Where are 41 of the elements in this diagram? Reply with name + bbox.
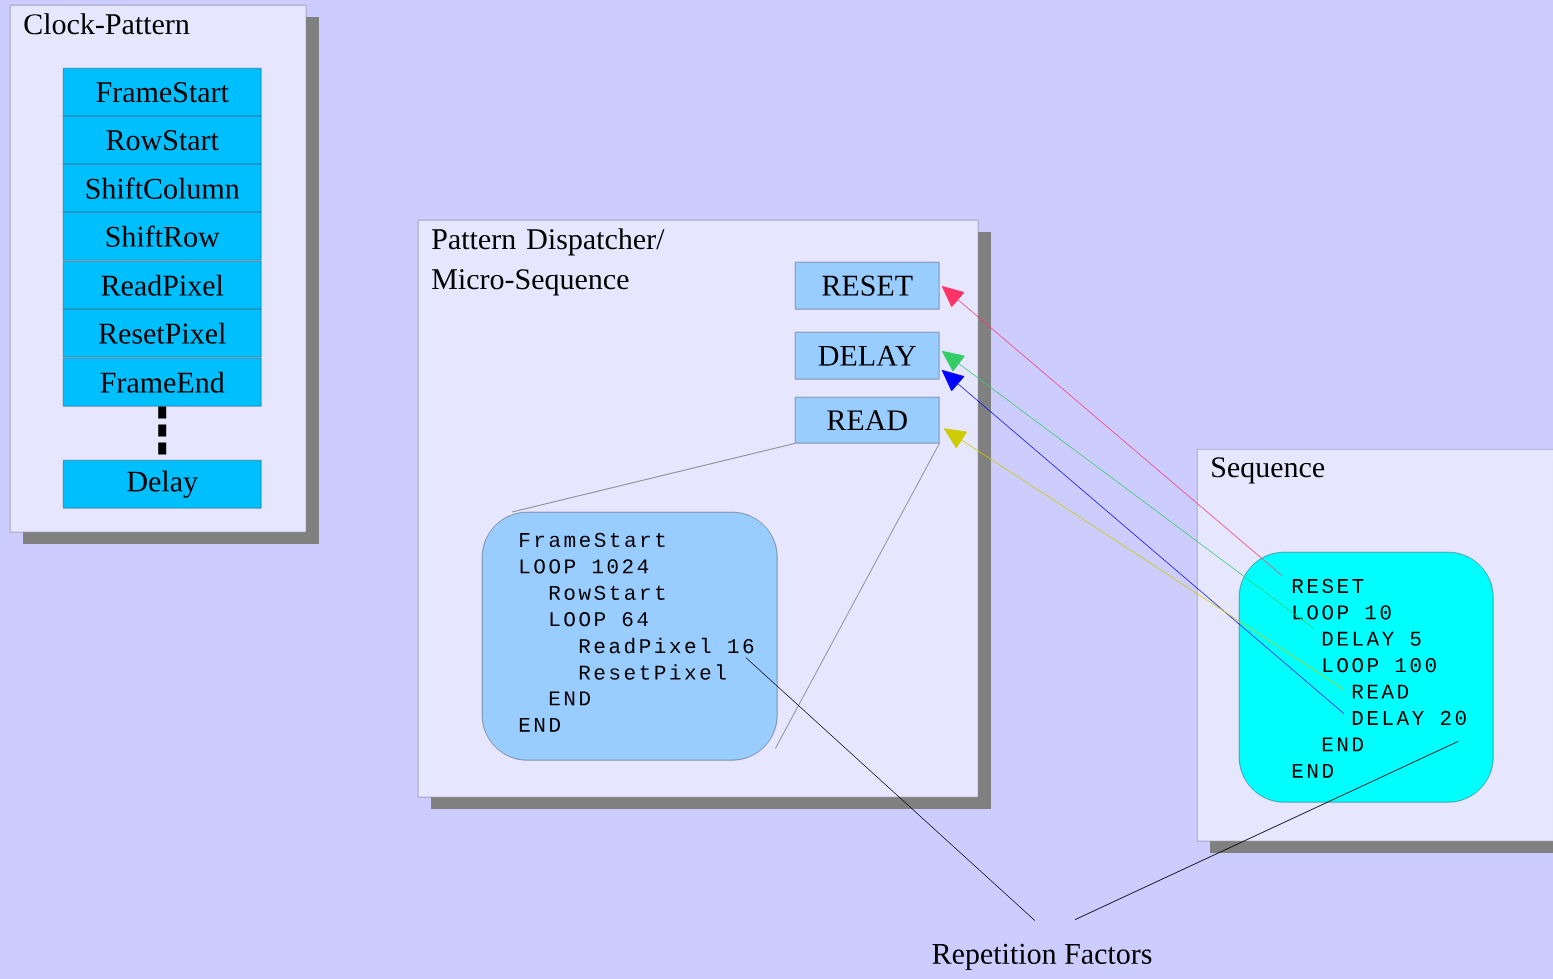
label-box: FrameStart bbox=[63, 68, 262, 117]
code-line: READ bbox=[1352, 684, 1409, 699]
code-line: END bbox=[519, 717, 560, 732]
arrow bbox=[941, 369, 1345, 715]
label-box: ReadPixel bbox=[63, 261, 262, 310]
code-line: END bbox=[1292, 763, 1333, 778]
code-line: RowStart bbox=[549, 585, 665, 600]
leader-line bbox=[511, 442, 796, 513]
arrow bbox=[941, 350, 1315, 630]
label-box: ResetPixel bbox=[63, 309, 262, 358]
annotation-text: Repetition Factors bbox=[932, 943, 1152, 971]
panel-title: Clock-Pattern bbox=[24, 13, 190, 35]
code-line: END bbox=[549, 691, 590, 706]
label-box: FrameEnd bbox=[63, 358, 262, 407]
leader-line bbox=[774, 442, 940, 749]
leader-line bbox=[745, 657, 1036, 922]
arrow bbox=[943, 428, 1345, 690]
arrow bbox=[941, 285, 1283, 577]
leader-line bbox=[1074, 740, 1459, 921]
code-line: END bbox=[1322, 737, 1363, 752]
label-box: RowStart bbox=[63, 116, 262, 165]
code-line: LOOP 10 bbox=[1293, 605, 1391, 620]
code-line: RESET bbox=[1292, 578, 1364, 594]
code-line: FrameStart bbox=[520, 532, 665, 548]
code-line: LOOP 100 bbox=[1323, 658, 1436, 673]
code-line: ReadPixel 16 bbox=[579, 637, 754, 654]
label-box: Delay bbox=[63, 460, 262, 509]
label-box: READ bbox=[795, 397, 940, 444]
code-line: LOOP 1024 bbox=[520, 559, 649, 574]
label-box: DELAY bbox=[795, 332, 940, 380]
label-box: ShiftColumn bbox=[63, 164, 262, 213]
code-line: DELAY 20 bbox=[1352, 710, 1466, 726]
code-box bbox=[1239, 552, 1494, 803]
code-box bbox=[482, 512, 778, 761]
code-line: ResetPixel bbox=[579, 664, 726, 680]
label-box: RESET bbox=[795, 262, 940, 310]
label-box: ShiftRow bbox=[63, 212, 262, 261]
code-line: DELAY 5 bbox=[1322, 631, 1421, 646]
panel-title: Pattern Dispatcher/ Micro-Sequence bbox=[432, 228, 665, 296]
panel-title: Sequence bbox=[1212, 457, 1325, 484]
code-line: LOOP 64 bbox=[550, 612, 648, 627]
